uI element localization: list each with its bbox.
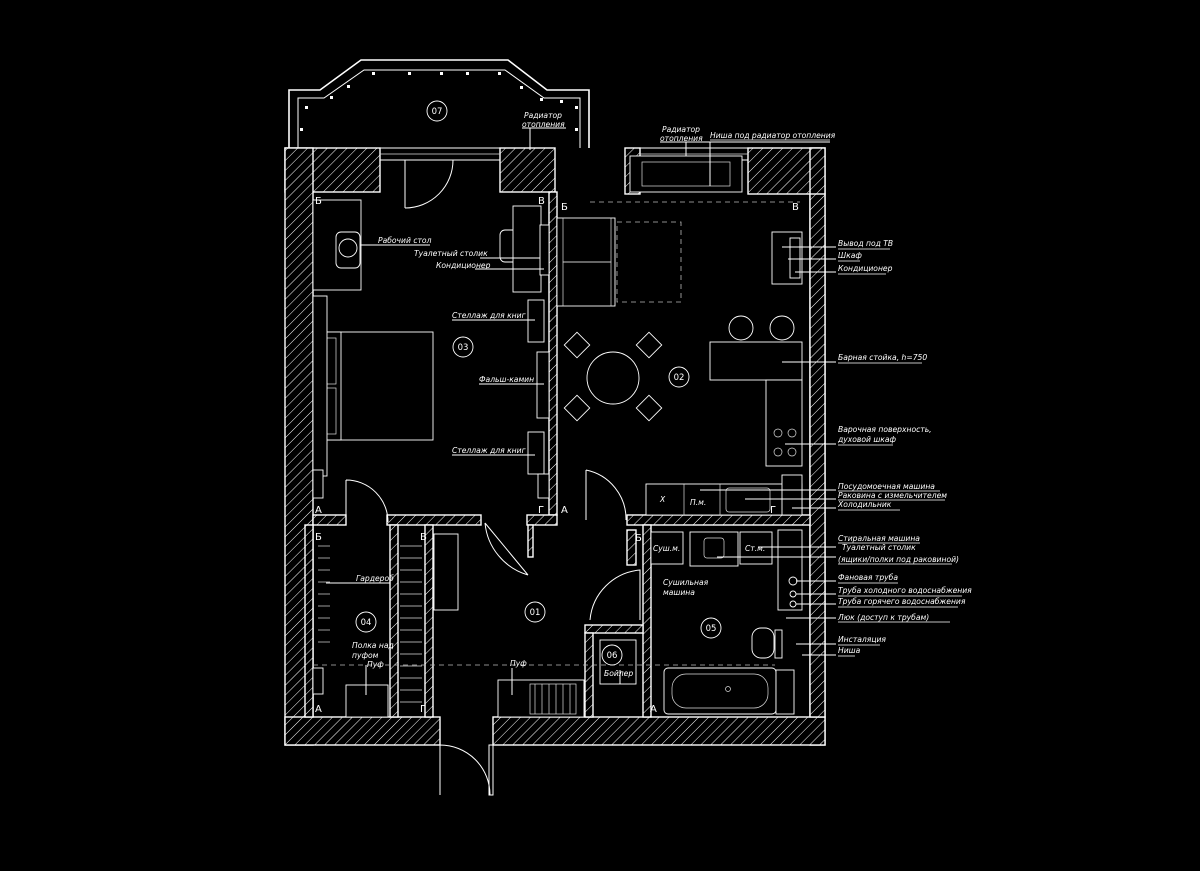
label-washing-machine: Стиральная машина (838, 534, 920, 543)
label-dishwasher: Посудомоечная машина (838, 482, 935, 491)
label-dryer-1: Сушильная (663, 578, 709, 587)
label-shelf-pouf-2: пуфом (352, 651, 379, 660)
installation-box (777, 529, 803, 611)
corner-g: Г (770, 505, 776, 516)
hangers-left (318, 545, 330, 643)
room-markers: 07 03 02 04 01 05 06 (355, 100, 722, 666)
bath-sink (689, 531, 739, 567)
bookshelf-1 (527, 299, 545, 343)
corner-a: А (315, 505, 322, 516)
bathroom (650, 529, 803, 715)
corner-b: Б (315, 196, 322, 207)
label-hob-2: духовой шкаф (837, 435, 897, 444)
label-radiator-balcony-1: Радиатор (524, 111, 562, 120)
corner-v: В (420, 532, 427, 543)
room-04: 04 (361, 618, 372, 628)
dining-table (586, 351, 640, 405)
dryer (650, 531, 684, 565)
label-vanity-bath: Туалетный столик (842, 543, 916, 552)
corner-b: Б (561, 202, 568, 213)
room-05: 05 (706, 624, 717, 634)
corner-v: В (792, 202, 799, 213)
label-hatch: Люк (доступ к трубам) (837, 613, 929, 622)
washer-code: Ст.м. (745, 544, 765, 553)
corner-g: Г (538, 505, 544, 516)
walls (284, 147, 826, 746)
vanity-table (512, 205, 542, 293)
label-bookshelf-1: Стеллаж для книг (452, 311, 527, 320)
corner-b: Б (315, 532, 322, 543)
radiator-niche (629, 155, 743, 193)
label-hob-1: Варочная поверхность, (838, 425, 932, 434)
corner-a: А (650, 704, 657, 715)
label-radiator-balcony-2: отопления (522, 120, 565, 129)
hangers-right (400, 545, 422, 703)
label-underlines (710, 139, 962, 657)
pm-code: П.м. (690, 498, 706, 507)
bar-counter (709, 341, 803, 381)
label-dryer-2: машина (663, 588, 695, 597)
label-radiator-living-2: отопления (660, 134, 703, 143)
label-cabinet: Шкаф (838, 251, 862, 260)
label-pouf-1: Пуф (367, 660, 384, 669)
label-shelf-pouf-1: Полка над (352, 641, 394, 650)
living-kitchen (556, 155, 803, 516)
x-mark: Х (659, 495, 666, 504)
toilet (751, 627, 775, 659)
label-fridge: Холодильник (837, 500, 892, 509)
ac-unit (539, 224, 550, 276)
label-sewer-pipe: Фановая труба (838, 573, 898, 582)
label-boiler: Бойлер (604, 669, 633, 678)
label-installation: Инсталяция (838, 635, 886, 644)
room-06: 06 (607, 651, 618, 661)
label-niche-radiator: Ниша под радиатор отопления (710, 131, 836, 140)
balcony (288, 59, 590, 148)
washer (739, 531, 773, 565)
dryer-code: Суш.м. (653, 544, 680, 553)
corner-a: А (315, 704, 322, 715)
label-vanity-bedroom: Туалетный столик (414, 249, 488, 258)
bookshelf-2 (527, 431, 545, 475)
bedroom (312, 199, 550, 499)
leader-lines (326, 127, 836, 695)
annotations: Радиатор отопления Радиатор отопления Ни… (352, 111, 972, 678)
label-tv-outlet: Вывод под ТВ (838, 239, 893, 248)
fridge (781, 474, 803, 516)
room-07: 07 (432, 107, 443, 117)
label-niche: Ниша (838, 646, 861, 655)
label-bar-counter: Барная стойка, h=750 (838, 353, 927, 362)
hall-bench (497, 679, 585, 718)
corner-g: Г (420, 704, 426, 715)
hall-cabinet (433, 533, 459, 611)
label-ac-living: Кондиционер (838, 264, 893, 273)
label-sink-shredder: Раковина с измельчителем (838, 491, 947, 500)
label-radiator-living-1: Радиатор (662, 125, 700, 134)
corner-letters: Б В А Г Б В А Г Б В А Г Б А (315, 196, 799, 715)
fireplace (536, 351, 550, 419)
room-02: 02 (674, 373, 685, 383)
label-pouf-2: Пуф (510, 659, 527, 668)
doors (345, 159, 641, 796)
kitchen-counter-right (765, 379, 803, 467)
label-cold-water: Труба холодного водоснабжения (838, 586, 972, 595)
sewer-pipe (788, 576, 798, 586)
fixture-codes: Суш.м. Ст.м. П.м. Х (653, 495, 765, 553)
label-vanity-bath-sub: (ящики/полки под раковиной) (838, 555, 959, 564)
pouf (345, 684, 389, 718)
label-hot-water: Труба горячего водоснабжения (838, 597, 966, 606)
label-bookshelf-2: Стеллаж для книг (452, 446, 527, 455)
label-desk: Рабочий стол (378, 236, 432, 245)
corner-v: В (538, 196, 545, 207)
label-fireplace: Фальш-камин (479, 375, 534, 384)
kitchen-sink (725, 487, 771, 513)
label-ac-bedroom: Кондиционер (436, 261, 491, 270)
corner-b: Б (635, 533, 642, 544)
room-03: 03 (458, 343, 469, 353)
corner-a: А (561, 505, 568, 516)
label-wardrobe: Гардероб (356, 574, 394, 583)
nightstand-wall (312, 295, 328, 477)
room-01: 01 (530, 608, 541, 618)
